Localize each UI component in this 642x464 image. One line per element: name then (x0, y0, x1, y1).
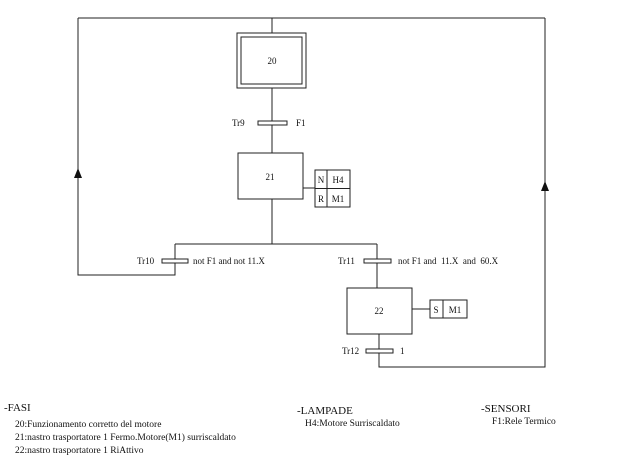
legend-fasi-title: -FASI (4, 402, 31, 414)
link-21-branch (175, 199, 377, 245)
step-20-inner (240, 36, 303, 85)
tr11-label: Tr11 (338, 256, 355, 266)
action-block-22 (429, 299, 468, 319)
legend-lampade: -LAMPADE H4:Motore Surriscaldato (297, 405, 400, 431)
up-arrow-icon (74, 168, 82, 178)
transition-tr12-bar[interactable] (365, 348, 394, 354)
step-22-label: 22 (375, 306, 384, 316)
tr12-label: Tr12 (342, 346, 359, 356)
step-21-box[interactable] (237, 152, 304, 200)
tr10-condition: not F1 and not 11.X (193, 256, 265, 266)
loop-top-line (78, 17, 545, 33)
tr12-condition: 1 (400, 346, 405, 356)
legend-fasi-item: 22:nastro trasportatore 1 RiAttivo (15, 446, 144, 456)
transition-tr11-bar[interactable] (363, 258, 392, 264)
action-21-name-2: M1 (332, 194, 345, 204)
action-21-qualifier-2: R (318, 194, 324, 204)
legend-fasi-item: 21:nastro trasportatore 1 Fermo.Motore(M… (15, 433, 236, 443)
tr9-label: Tr9 (232, 118, 245, 128)
up-arrow-icon (541, 181, 549, 191)
transition-tr9-bar[interactable] (257, 120, 288, 126)
left-return-line (77, 18, 176, 276)
legend-lampade-item: H4:Motore Surriscaldato (305, 419, 400, 429)
action-22-qualifier: S (433, 305, 438, 315)
legend-sensori-title: -SENSORI (481, 403, 531, 415)
action-22-name: M1 (449, 305, 462, 315)
action-21-qualifier-1: N (318, 175, 325, 185)
tr9-condition: F1 (296, 118, 306, 128)
step-21-label: 21 (266, 172, 275, 182)
legend-sensori: -SENSORI F1:Rele Termico (481, 403, 556, 429)
step-20-label: 20 (268, 56, 278, 66)
tr10-label: Tr10 (137, 256, 155, 266)
transition-tr10-bar[interactable] (161, 258, 189, 264)
legend-fasi: -FASI 20:Funzionamento corretto del moto… (4, 402, 236, 458)
legend-lampade-title: -LAMPADE (297, 405, 353, 417)
legend-sensori-item: F1:Rele Termico (492, 417, 556, 427)
legend-fasi-item: 20:Funzionamento corretto del motore (15, 420, 162, 430)
step-22-box[interactable] (346, 287, 413, 335)
step-20-box[interactable] (236, 32, 307, 89)
tr11-condition: not F1 and 11.X and 60.X (398, 256, 499, 266)
action-21-name-1: H4 (333, 175, 344, 185)
